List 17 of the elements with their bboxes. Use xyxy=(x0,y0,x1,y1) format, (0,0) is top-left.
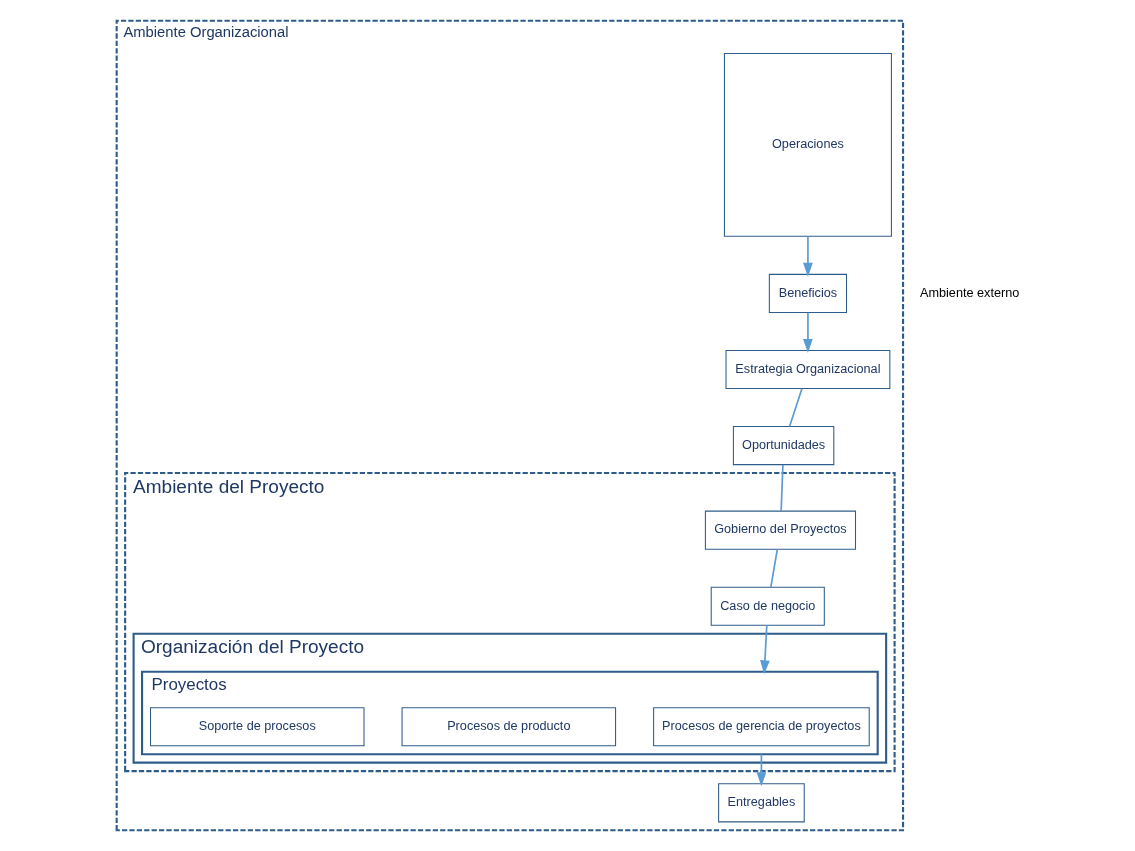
node-box: Entregables xyxy=(717,783,805,823)
label: Ambiente externo xyxy=(919,285,1019,300)
connector xyxy=(788,387,803,428)
node-box: Procesos de producto xyxy=(401,707,616,747)
node-box: Operaciones xyxy=(723,52,892,237)
node-box: Beneficios xyxy=(768,273,847,313)
connector xyxy=(779,464,784,512)
node-box: Oportunidades xyxy=(732,426,834,466)
node-box: Caso de negocio xyxy=(710,586,825,626)
node-box: Gobierno del Proyectos xyxy=(704,510,856,550)
connector xyxy=(769,548,778,588)
node-box: Soporte de procesos xyxy=(149,707,365,747)
arrow xyxy=(802,311,813,353)
arrow xyxy=(802,235,813,277)
arrow xyxy=(756,753,766,787)
node-box: Estrategia Organizacional xyxy=(725,349,890,390)
node-box: Procesos de gerencia de proyectos xyxy=(652,707,870,747)
